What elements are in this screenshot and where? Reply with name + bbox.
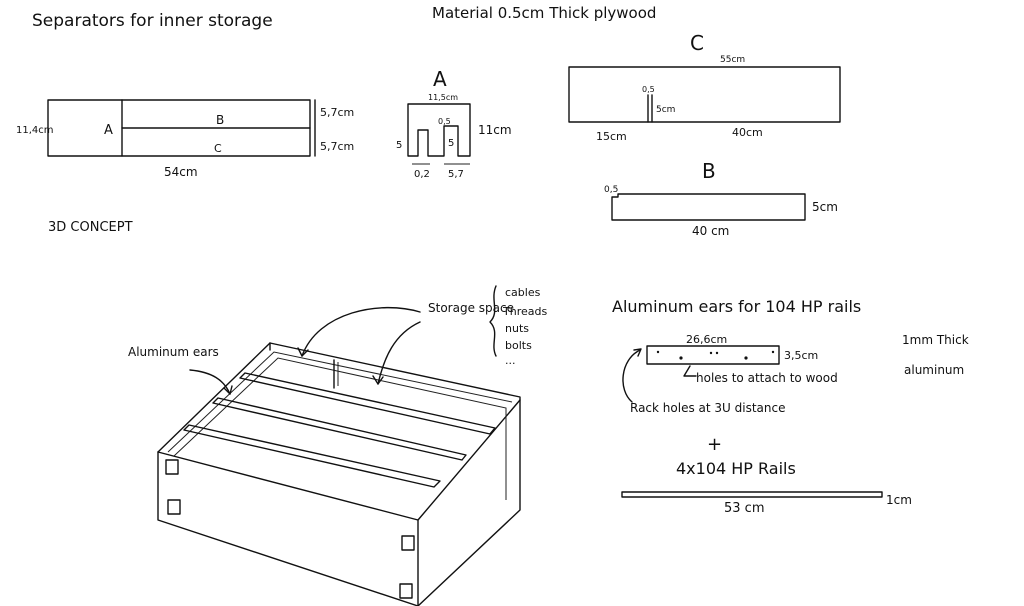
ear-front-left: [165, 459, 179, 475]
box-concept-drawing: [157, 342, 521, 606]
rack-pointer: [622, 349, 641, 403]
piece-b-drawing: B 0,5 5cm 40 cm: [604, 159, 838, 238]
storage-items-list: cables Threads nuts bolts ...: [502, 286, 547, 367]
piece-a-drawing: A 11,5cm 0,5 5 5 11cm 0,2 5,7: [396, 67, 512, 180]
storage-item: nuts: [505, 322, 529, 335]
storage-arrow-left: [301, 306, 421, 357]
ear-rack-hole: [771, 350, 775, 354]
storage-item: ...: [505, 354, 516, 367]
material-note: Material 0.5cm Thick plywood: [432, 4, 656, 22]
rail-3: [183, 424, 441, 488]
piece-a-slot: 0,5: [438, 117, 451, 126]
piece-a-bottom-right: 5,7: [448, 169, 464, 180]
aluminum-label: Aluminum ears: [128, 345, 219, 359]
piece-c-slot: 0,5: [642, 85, 655, 94]
storage-arrow-right: [377, 321, 421, 385]
aluminum-arrow: [189, 369, 231, 395]
separators-title: Separators for inner storage: [32, 11, 273, 31]
plus-sign: +: [707, 434, 722, 455]
piece-b-slot: 0,5: [604, 185, 618, 195]
separator-dim-bottom: 5,7cm: [320, 140, 354, 153]
piece-a-bottom-left: 0,2: [414, 169, 430, 180]
storage-brace: [489, 285, 497, 357]
piece-c-length: 55cm: [720, 55, 745, 65]
piece-a-width: 11,5cm: [428, 93, 458, 102]
piece-c-left-offset: 15cm: [596, 130, 627, 143]
ear-bottom-left: [167, 499, 181, 515]
separator-dim-top: 5,7cm: [320, 106, 354, 119]
box-top-rim: [157, 342, 521, 606]
ear-front-right: [401, 535, 415, 551]
thickness-note-1: 1mm Thick: [902, 333, 969, 347]
piece-a-slot-height: 5: [448, 138, 454, 149]
piece-b-length: 40 cm: [692, 224, 729, 238]
piece-a-height: 11cm: [478, 123, 512, 137]
separator-label-b: B: [216, 113, 224, 127]
box-front-face: [157, 451, 419, 606]
ear-plate: [646, 345, 780, 365]
box-right-top-edge: [417, 399, 521, 521]
rack-pointerhead: [633, 348, 642, 357]
box-inner-rim-2: [173, 357, 507, 500]
separator-label-c: C: [214, 142, 222, 155]
rail-bar: [621, 491, 883, 498]
storage-arrowhead-left: [297, 347, 309, 357]
storage-item: Threads: [502, 305, 547, 318]
piece-b-outline: [611, 193, 806, 221]
holes-note: holes to attach to wood: [696, 371, 838, 385]
holes-pointer: [683, 365, 697, 377]
ear-hole: [709, 351, 713, 355]
piece-c-drawing: C 55cm 0,5 5cm 15cm 40cm: [568, 31, 841, 143]
box-inner-rim: [167, 351, 513, 453]
rail-2: [212, 397, 467, 461]
piece-a-outline: [407, 103, 471, 157]
storage-arrowhead-right: [372, 375, 384, 385]
rail-height: 1cm: [886, 493, 912, 507]
rack-note: Rack holes at 3U distance: [630, 401, 785, 415]
piece-a-left-height: 5: [396, 140, 402, 151]
ears-title: Aluminum ears for 104 HP rails: [612, 297, 861, 316]
thickness-note-2: aluminum: [904, 363, 964, 377]
separators-drawing: Separators for inner storage 11,4cm A B …: [16, 11, 354, 179]
piece-c-slot-depth: 5cm: [656, 105, 675, 115]
piece-c-right-length: 40cm: [732, 126, 763, 139]
ears-drawing: Aluminum ears for 104 HP rails 26,6cm 3,…: [612, 297, 969, 516]
separator-label-a: A: [104, 123, 113, 138]
aluminum-arrowhead: [223, 385, 233, 395]
ear-rack-hole: [656, 350, 660, 354]
rail-1: [239, 372, 496, 435]
rails-label: 4x104 HP Rails: [676, 459, 796, 478]
piece-a-label: A: [433, 67, 447, 91]
ear-hole: [679, 356, 683, 360]
piece-b-label: B: [702, 159, 716, 183]
separator-height-label: 11,4cm: [16, 125, 54, 136]
concept-title: 3D CONCEPT: [48, 220, 133, 235]
ears-length: 26,6cm: [686, 333, 727, 346]
separator-length: 54cm: [164, 165, 198, 179]
ears-height: 3,5cm: [784, 349, 818, 362]
storage-label: Storage space: [428, 301, 514, 315]
storage-item: bolts: [505, 339, 532, 352]
rail-length: 53 cm: [724, 501, 765, 516]
ear-hole: [744, 356, 748, 360]
piece-c-outline: [568, 66, 841, 123]
ear-bottom-right: [399, 583, 413, 599]
storage-item: cables: [505, 286, 541, 299]
piece-c-label: C: [690, 31, 704, 55]
ear-hole: [715, 351, 719, 355]
piece-b-height: 5cm: [812, 200, 838, 214]
